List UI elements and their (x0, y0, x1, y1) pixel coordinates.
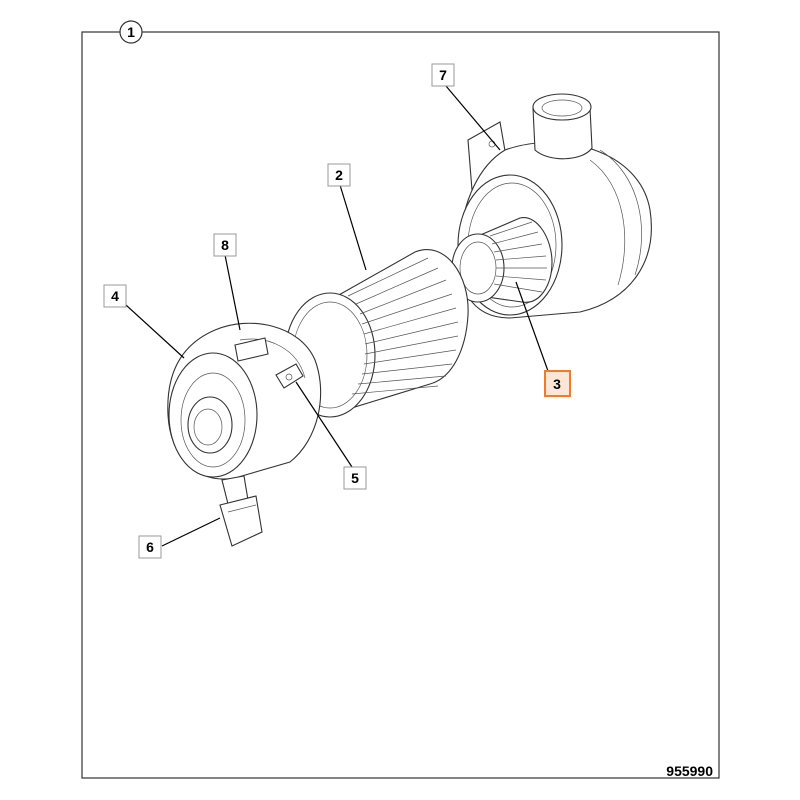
figure-frame (81, 31, 720, 779)
svg-text:3: 3 (553, 376, 561, 392)
callout-5: 5 (343, 466, 367, 490)
dust-valve (219, 475, 263, 547)
callout-4: 4 (103, 284, 127, 308)
svg-text:6: 6 (146, 539, 154, 555)
figure-number-badge: 1 (119, 20, 143, 44)
drawing-id: 955990 (666, 763, 713, 779)
leader-5 (295, 381, 353, 468)
figure-number: 1 (127, 24, 135, 40)
svg-text:7: 7 (439, 67, 447, 83)
svg-text:5: 5 (351, 470, 359, 486)
callout-2: 2 (327, 163, 351, 187)
callout-6: 6 (138, 535, 162, 559)
callout-3[interactable]: 3 (544, 370, 571, 397)
callout-7: 7 (431, 63, 455, 87)
leader-8 (224, 254, 241, 331)
end-cover (167, 322, 322, 480)
leader-6 (161, 517, 221, 547)
leader-3 (515, 281, 549, 372)
svg-text:4: 4 (111, 288, 119, 304)
leader-7 (445, 85, 501, 151)
svg-text:2: 2 (335, 167, 343, 183)
svg-text:8: 8 (221, 237, 229, 253)
callout-8: 8 (213, 233, 237, 257)
leader-4 (125, 304, 185, 359)
leader-2 (339, 184, 367, 271)
